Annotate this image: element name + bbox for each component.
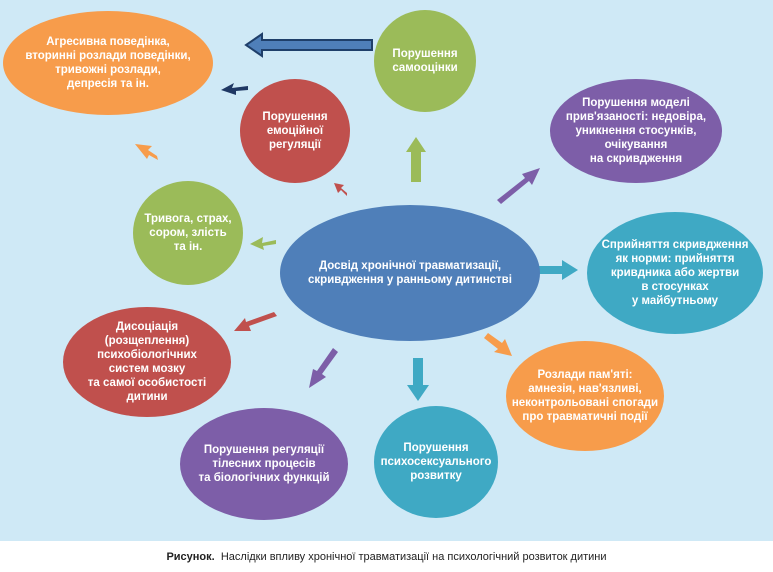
arrow-center-to-dissociation <box>234 312 277 331</box>
node-aggressive-behavior-label: Агресивна поведінка, вторинні розлади по… <box>25 36 191 90</box>
arrow-center-to-anxiety <box>250 237 276 250</box>
node-memory-disorders-label: Розлади пам'яті: амнезія, нав'язливі, не… <box>511 369 659 423</box>
arrow-center-to-attachment <box>497 168 540 204</box>
node-center-trauma-label: Досвід хронічної травматизації, скривдже… <box>308 260 512 286</box>
arrows-layer <box>135 32 578 401</box>
node-aggressive-behavior: Агресивна поведінка, вторинні розлади по… <box>3 11 213 115</box>
node-norm-perception-label: Сприйняття скривдження як норми: прийнят… <box>601 239 749 307</box>
node-attachment-model: Порушення моделі прив'язаності: недовіра… <box>550 79 722 183</box>
node-self-esteem: Порушення самооцінки <box>374 10 476 112</box>
node-memory-disorders: Розлади пам'яті: амнезія, нав'язливі, не… <box>506 341 664 451</box>
arrow-anxiety-to-aggressive <box>135 144 158 160</box>
arrow-self-esteem-to-aggressive <box>244 32 373 58</box>
arrow-center-to-emotion <box>334 183 347 196</box>
node-emotion-regulation-label: Порушення емоційної регуляції <box>262 111 328 151</box>
node-dissociation-label: Дисоціація (розщеплення) психобіологічни… <box>87 321 207 403</box>
arrow-center-to-self-esteem <box>406 137 426 182</box>
caption-text: Наслідки впливу хронічної травматизації … <box>220 551 607 563</box>
arrow-center-to-norm <box>538 260 578 280</box>
node-psychosexual-development: Порушення психосексуального розвитку <box>374 406 498 518</box>
node-anxiety: Тривога, страх, сором, злість та ін. <box>133 181 243 285</box>
node-anxiety-label: Тривога, страх, сором, злість та ін. <box>144 213 232 253</box>
node-attachment-model-label: Порушення моделі прив'язаності: недовіра… <box>565 97 707 165</box>
figure-caption: Рисунок. Наслідки впливу хронічної травм… <box>0 551 773 563</box>
arrow-center-to-body <box>309 348 338 388</box>
node-self-esteem-label: Порушення самооцінки <box>392 48 458 74</box>
node-body-regulation: Порушення регуляції тілесних процесів та… <box>180 408 348 520</box>
arrow-center-to-psychosexual <box>407 358 429 401</box>
node-body-regulation-label: Порушення регуляції тілесних процесів та… <box>198 444 330 484</box>
arrow-emotion-to-aggressive <box>221 83 248 95</box>
caption-label: Рисунок. <box>166 551 215 563</box>
arrow-center-to-memory <box>484 333 512 356</box>
node-psychosexual-development-label: Порушення психосексуального розвитку <box>380 442 492 482</box>
node-center-trauma: Досвід хронічної травматизації, скривдже… <box>280 205 540 341</box>
node-dissociation: Дисоціація (розщеплення) психобіологічни… <box>63 307 231 417</box>
node-emotion-regulation: Порушення емоційної регуляції <box>240 79 350 183</box>
node-norm-perception: Сприйняття скривдження як норми: прийнят… <box>587 212 763 334</box>
